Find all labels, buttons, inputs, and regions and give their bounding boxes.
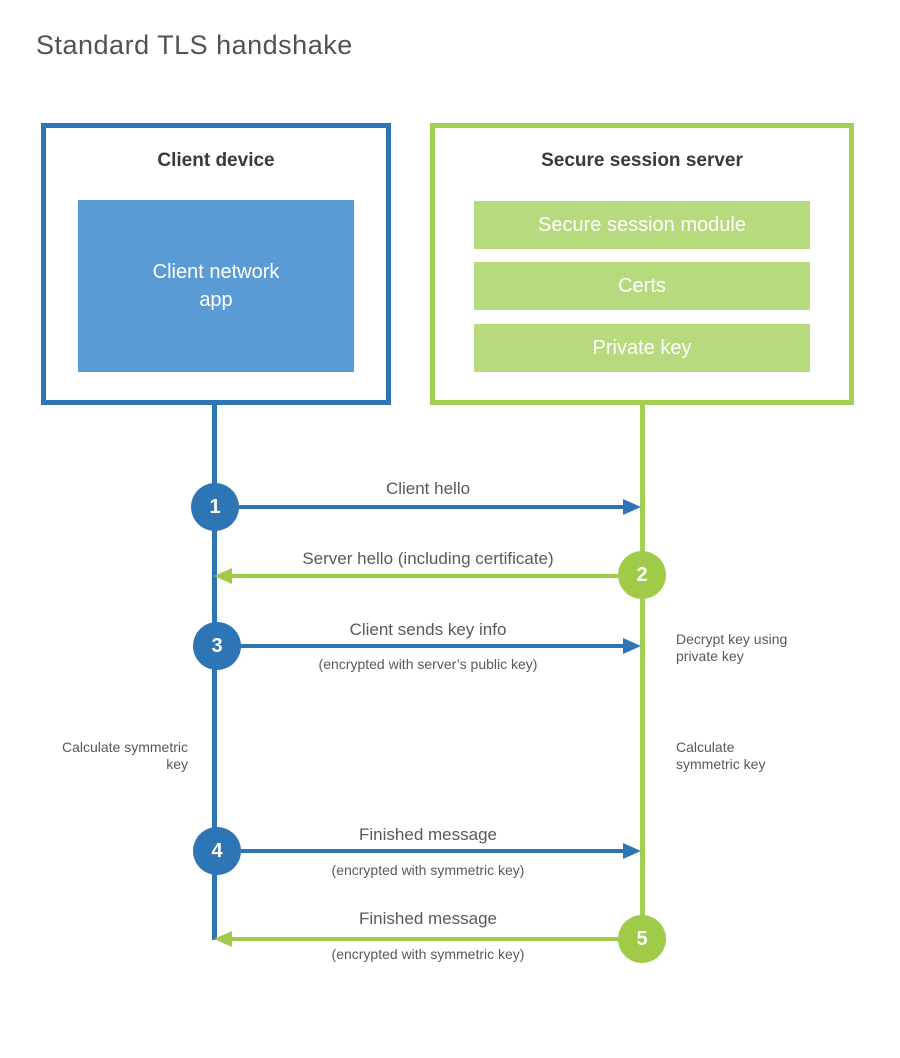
- step-5-arrow: [214, 931, 618, 947]
- step-2-arrow-shaft: [232, 574, 618, 578]
- step-2-badge: 2: [618, 551, 666, 599]
- step-1-label: Client hello: [385, 479, 471, 498]
- step-3-arrow-shaft: [241, 644, 623, 648]
- step-5-arrow-shaft: [232, 937, 618, 941]
- step-3-sublabel: (encrypted with server’s public key): [318, 656, 538, 672]
- step-1-arrow-shaft: [239, 505, 623, 509]
- step-1-arrowhead-icon: [623, 499, 641, 515]
- server-lifeline: [640, 405, 645, 939]
- client-lifeline: [212, 405, 217, 940]
- client-device-title: Client device: [157, 150, 275, 171]
- step-3-label: Client sends key info: [349, 620, 507, 639]
- step-3-badge: 3: [193, 622, 241, 670]
- step-5-label: Finished message: [359, 909, 497, 928]
- step-3-arrowhead-icon: [623, 638, 641, 654]
- server-module-secure-session: Secure session module: [474, 201, 810, 249]
- step-4-arrow: [241, 843, 641, 859]
- step-1-badge: 1: [191, 483, 239, 531]
- step-2-arrowhead-icon: [214, 568, 232, 584]
- step-1-arrow: [239, 499, 641, 515]
- server-module-certs: Certs: [474, 262, 810, 310]
- step-5-badge: 5: [618, 915, 666, 963]
- page-title: Standard TLS handshake: [36, 30, 353, 60]
- client-network-app-box: Client network app: [78, 200, 354, 372]
- step-5-arrowhead-icon: [214, 931, 232, 947]
- client-device-box: Client device Client network app: [41, 123, 391, 405]
- step-4-label: Finished message: [359, 825, 497, 844]
- step-4-sublabel: (encrypted with symmetric key): [331, 862, 525, 878]
- secure-session-server-box: Secure session server Secure session mod…: [430, 123, 854, 405]
- note-calculate-symmetric-key-client: Calculate symmetric key: [61, 739, 188, 773]
- step-2-arrow: [214, 568, 618, 584]
- secure-session-server-title: Secure session server: [541, 150, 743, 171]
- step-4-arrow-shaft: [241, 849, 623, 853]
- step-2-label: Server hello (including certificate): [302, 549, 554, 568]
- step-3-arrow: [241, 638, 641, 654]
- step-5-sublabel: (encrypted with symmetric key): [331, 946, 525, 962]
- step-4-badge: 4: [193, 827, 241, 875]
- server-module-private-key: Private key: [474, 324, 810, 372]
- step-4-arrowhead-icon: [623, 843, 641, 859]
- note-decrypt-key: Decrypt key using private key: [676, 631, 788, 665]
- note-calculate-symmetric-key-server: Calculate symmetric key: [676, 739, 766, 773]
